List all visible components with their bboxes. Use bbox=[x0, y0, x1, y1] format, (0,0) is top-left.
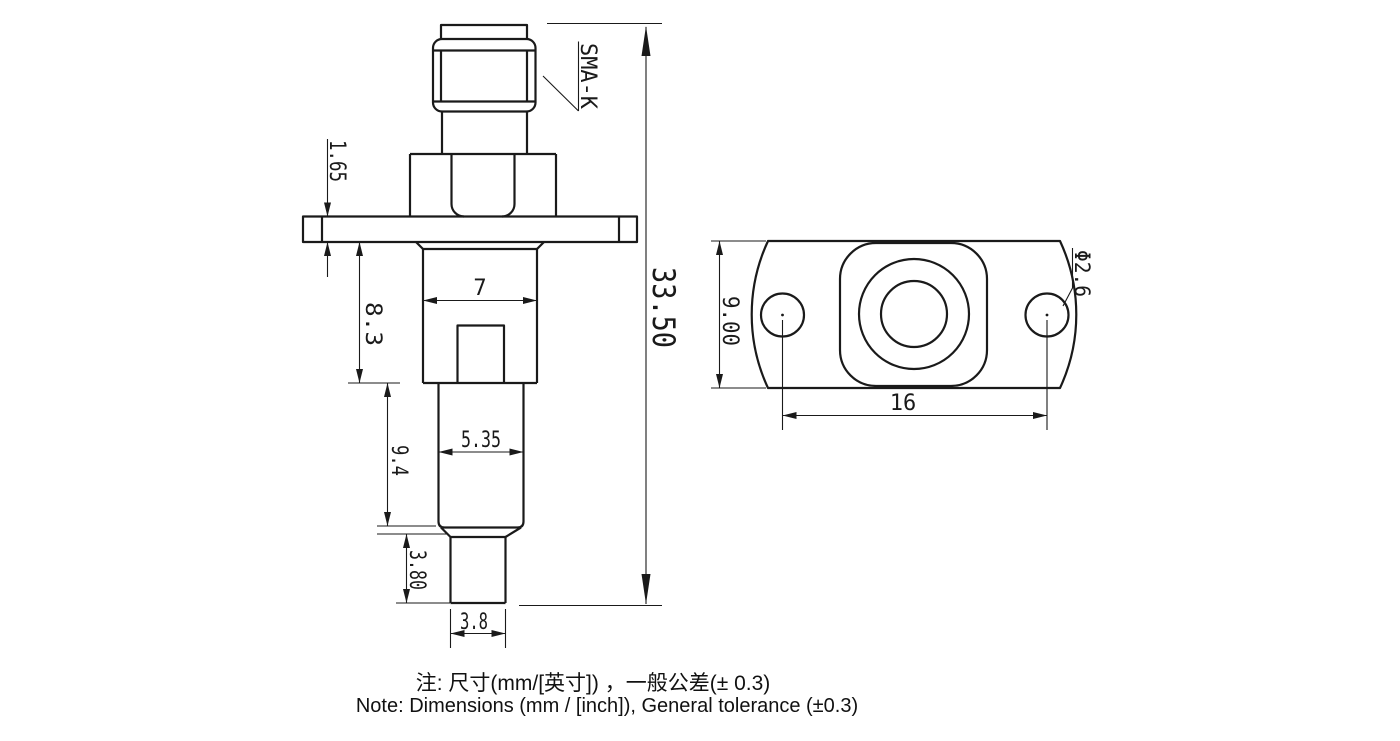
dim-pin-width-text: 3.8 bbox=[460, 610, 488, 635]
dim-hole-dia-text: Φ2.6 bbox=[1070, 250, 1094, 297]
dim-mid-width-arrow-right bbox=[509, 448, 524, 456]
dim-upper-body-arrow-top bbox=[356, 242, 363, 256]
drawing-notes: 注: 尺寸(mm/[英寸]) ，一般公差(± 0.3) Note: Dimens… bbox=[356, 672, 858, 717]
side-view-dimensions: 1.65 8.3 9.4 3.80 7 5.35 3.8 bbox=[324, 22, 681, 648]
dim-upper-body-lines bbox=[348, 242, 400, 384]
dim-body-width-arrow-left bbox=[423, 297, 437, 304]
flange-end-tabs bbox=[320, 216, 621, 242]
yoke-inner-right-fillet bbox=[501, 154, 516, 218]
dim-pin-length-arrow-bottom bbox=[403, 589, 410, 603]
upper-body-outline bbox=[421, 247, 539, 385]
dim-total-length-arrow-bottom bbox=[641, 574, 651, 604]
upper-body-window bbox=[456, 324, 506, 383]
pin-outline bbox=[449, 535, 507, 605]
dim-mid-width-text: 5.35 bbox=[461, 428, 501, 453]
dim-total-length-text: 33.50 bbox=[645, 267, 681, 348]
dim-pin-width-arrow-right bbox=[491, 630, 506, 637]
front-outer-circle bbox=[857, 257, 971, 371]
yoke-outer-edges bbox=[408, 154, 558, 217]
note-line-english: Note: Dimensions (mm / [inch]), General … bbox=[356, 695, 858, 717]
dim-flange-height-arrow-bottom bbox=[716, 374, 723, 388]
hole-center-mark-right bbox=[1045, 313, 1049, 317]
dim-flange-height-text: 9.00 bbox=[717, 296, 742, 346]
dim-pin-width-arrow-left bbox=[450, 630, 465, 637]
front-inner-circle bbox=[879, 279, 949, 349]
dim-flange-thickness-arrow-top bbox=[324, 202, 331, 217]
flange-outline bbox=[301, 215, 639, 244]
front-hex-boss-outline bbox=[838, 241, 989, 388]
dim-flange-height-arrow-top bbox=[716, 241, 723, 255]
nut-flat-lines bbox=[439, 50, 529, 102]
cap-outline bbox=[439, 23, 529, 39]
dim-hole-spacing-text: 16 bbox=[890, 391, 917, 416]
dim-mid-width-arrow-left bbox=[438, 448, 453, 456]
neck-outline bbox=[440, 111, 529, 154]
under-flange-chamfers bbox=[415, 241, 545, 250]
front-flange-outline bbox=[750, 239, 1078, 390]
dim-mid-length-text: 9.4 bbox=[386, 445, 411, 476]
front-view-dimensions: 9.00 16 Φ2.6 bbox=[711, 240, 1094, 430]
dim-upper-body-arrow-bottom bbox=[356, 369, 363, 383]
dim-mid-length-arrow-bottom bbox=[384, 512, 391, 526]
dim-mid-length-lines bbox=[377, 383, 436, 527]
sma-k-leader bbox=[542, 41, 580, 112]
dim-body-width-text: 7 bbox=[473, 276, 486, 301]
dim-hole-spacing-arrow-right bbox=[1033, 412, 1047, 419]
dim-upper-body-text: 8.3 bbox=[360, 302, 385, 346]
side-view bbox=[301, 23, 639, 605]
sma-k-label: SMA-K bbox=[575, 43, 600, 110]
dim-flange-thickness-arrow-bottom bbox=[324, 242, 331, 256]
dim-pin-length-text: 3.80 bbox=[404, 550, 429, 590]
nut-outline bbox=[431, 37, 537, 113]
hole-center-mark-left bbox=[781, 313, 784, 317]
dim-body-width-arrow-right bbox=[523, 297, 537, 304]
dim-flange-height-lines bbox=[711, 240, 766, 389]
dim-hole-dia-leader bbox=[1062, 248, 1074, 307]
dim-mid-length-arrow-top bbox=[384, 383, 391, 397]
dim-hole-spacing-lines bbox=[781, 320, 1048, 430]
nut-band-lines bbox=[433, 49, 536, 103]
front-view bbox=[750, 239, 1078, 390]
dim-pin-length-arrow-top bbox=[403, 534, 410, 548]
note-line-chinese: 注: 尺寸(mm/[英寸]) ，一般公差(± 0.3) bbox=[416, 672, 771, 695]
dim-hole-spacing-arrow-left bbox=[782, 412, 797, 419]
mid-body-chamfers bbox=[440, 526, 522, 538]
yoke-inner-left-fillet bbox=[450, 154, 465, 218]
dim-total-length-lines bbox=[519, 22, 662, 607]
dim-flange-thickness-text: 1.65 bbox=[324, 140, 349, 182]
dim-total-length-arrow-top bbox=[641, 26, 651, 56]
mid-body-outline bbox=[437, 383, 525, 529]
